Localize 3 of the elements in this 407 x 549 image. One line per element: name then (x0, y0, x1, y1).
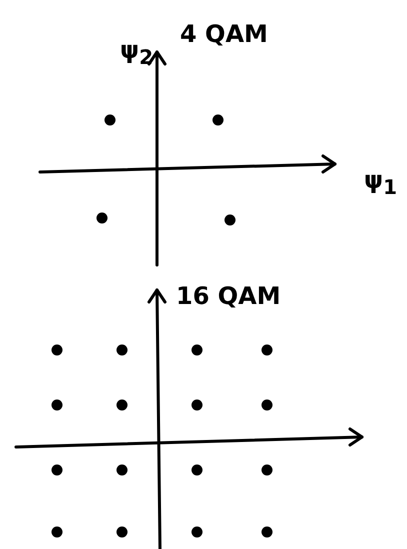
plot-title: 4 QAM (180, 22, 268, 46)
axis-label: ψ$_{1}$ (364, 168, 397, 197)
plot-title: 16 QAM (176, 284, 281, 308)
